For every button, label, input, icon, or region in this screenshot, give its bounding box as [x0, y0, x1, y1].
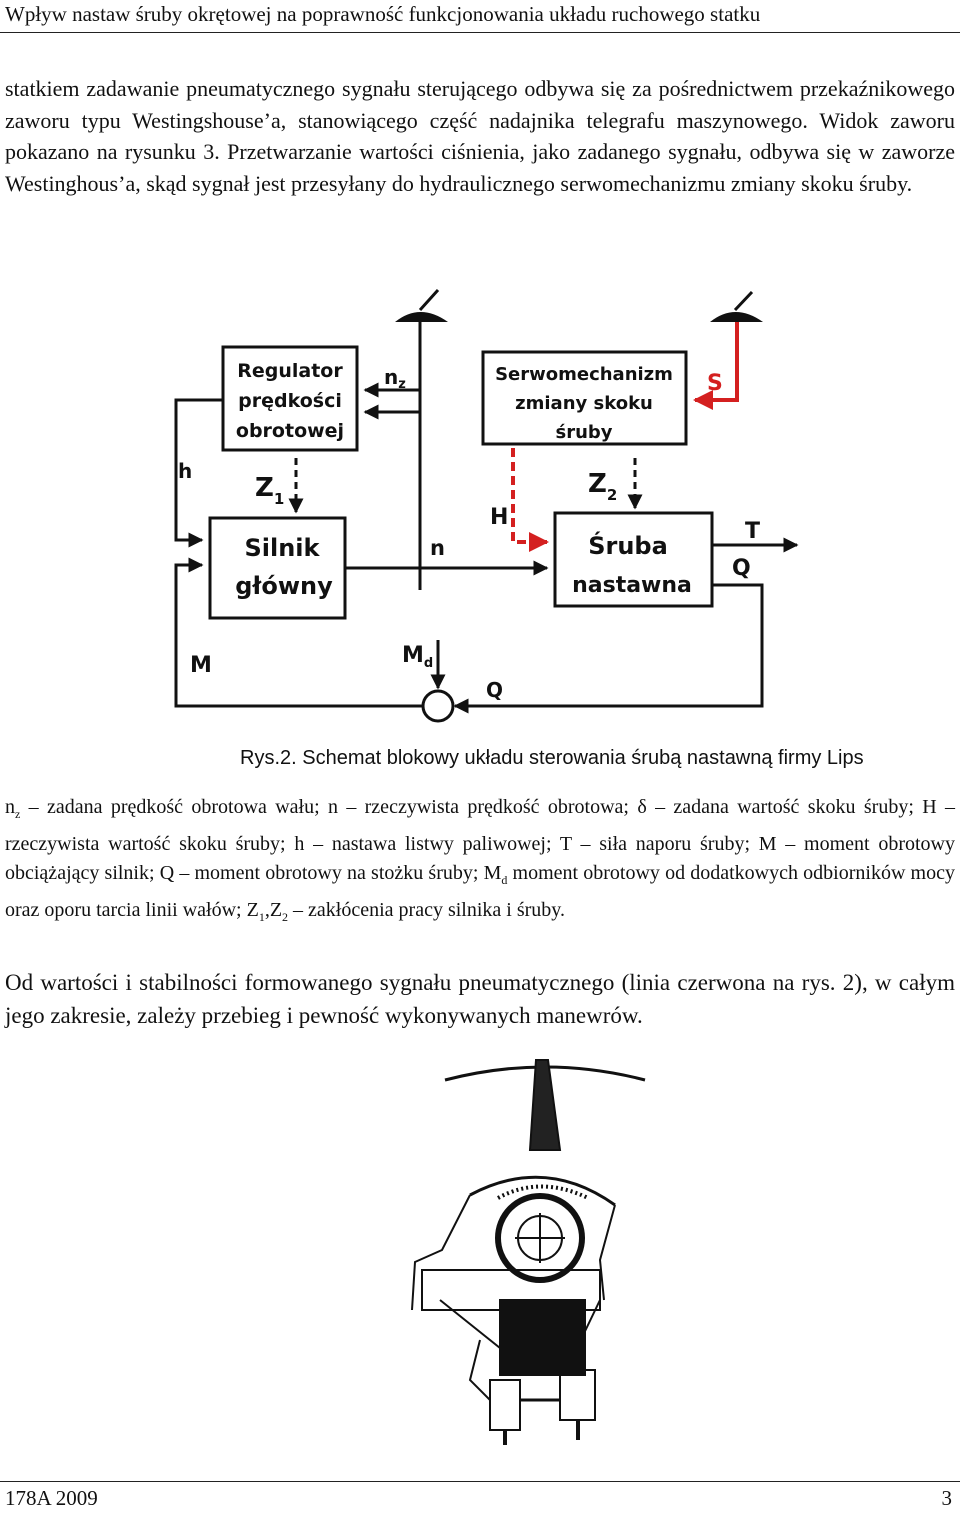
- label-h-small: h: [178, 459, 192, 483]
- signal-s-line: [693, 322, 739, 410]
- engine-line-2: główny: [235, 572, 333, 600]
- footer-rule: [0, 1481, 960, 1482]
- paragraph-2: Od wartości i stabilności formowanego sy…: [5, 970, 955, 1028]
- servo-line-2: zmiany skoku: [515, 393, 653, 414]
- label-z2: Z2: [588, 469, 617, 504]
- engine-block: [208, 516, 347, 620]
- label-md: Md: [402, 643, 433, 671]
- regulator-line-3: obrotowej: [236, 420, 344, 442]
- propeller-block: [553, 511, 714, 608]
- label-H: H: [490, 505, 508, 530]
- q-loop-line: [453, 583, 764, 714]
- summing-junction: [421, 689, 455, 723]
- regulator-line-2: prędkości: [238, 390, 342, 412]
- h-loop-line: [174, 398, 223, 548]
- label-n: n: [430, 536, 445, 560]
- label-M: M: [190, 653, 212, 678]
- servo-line-3: śruby: [555, 422, 612, 443]
- footer-left: 178A 2009: [5, 1486, 98, 1510]
- propeller-line-1: Śruba: [588, 530, 668, 560]
- lever-2-stick: [733, 290, 754, 312]
- figure-caption: Rys.2. Schemat blokowy układu sterowania…: [240, 747, 864, 769]
- m-loop-line: [174, 557, 422, 708]
- label-Q-right: Q: [732, 556, 751, 581]
- regulator-line-1: Regulator: [237, 360, 343, 382]
- label-z1: Z1: [255, 473, 284, 508]
- figure-legend: nz – zadana prędkość obrotowa wału; n – …: [5, 796, 955, 924]
- label-nz: nz: [384, 365, 406, 392]
- engine-line-1: Silnik: [244, 534, 320, 562]
- lever-2-dome: [710, 312, 763, 322]
- label-s: S: [707, 371, 723, 396]
- valve-drawing: [411, 1059, 646, 1445]
- lever-1-dome: [395, 312, 448, 322]
- lever-1-stick: [418, 288, 440, 312]
- page-number: 3: [941, 1486, 953, 1510]
- paragraph-1: statkiem zadawanie pneumatycznego sygnał…: [5, 76, 955, 196]
- label-Q-bottom: Q: [486, 678, 503, 702]
- propeller-line-2: nastawna: [572, 573, 692, 598]
- header-rule: [0, 32, 960, 33]
- servo-block: [481, 350, 688, 446]
- servo-line-1: Serwomechanizm: [495, 364, 673, 385]
- running-header: Wpływ nastaw śruby okrętowej na poprawno…: [5, 2, 761, 26]
- signal-h-line: [511, 448, 549, 552]
- label-T: T: [745, 519, 760, 544]
